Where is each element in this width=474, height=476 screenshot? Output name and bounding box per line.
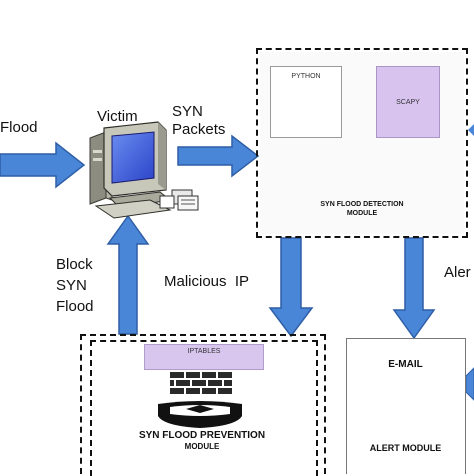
scapy-box: SCAPY (376, 66, 440, 138)
block-label-line2: SYN (56, 277, 87, 294)
arrow-prevention-to-victim (106, 214, 150, 335)
flood-label: Flood (0, 119, 38, 136)
block-label-line1: Block (56, 256, 93, 273)
iptables-label: IPTABLES (187, 348, 221, 355)
arrow-victim-to-detection (177, 134, 260, 178)
iptables-box: IPTABLES (144, 344, 264, 370)
victim-computer-icon (89, 121, 172, 219)
email-label: E-MAIL (388, 359, 423, 370)
victim-label: Victim (97, 108, 138, 125)
arrow-detection-to-alert (392, 237, 436, 340)
alert-partial-label: Aler (444, 264, 471, 281)
block-label-line3: Flood (56, 298, 94, 315)
prevention-inner-frame (90, 340, 318, 476)
arrow-detection-to-prevention (268, 237, 314, 338)
arrow-alert-right-stub (465, 367, 474, 401)
syn-flood-prevention-module: IPTABLES SYN FLOOD PREVENTION MODULE (80, 334, 326, 476)
firewall-bricks-icon (170, 372, 232, 394)
prevention-title-line1: SYN FLOOD PREVENTION (138, 430, 266, 441)
alert-module: E-MAIL ALERT MODULE (346, 338, 466, 474)
malicious-ip-label: Malicious IP (164, 273, 250, 290)
alert-module-title: ALERT MODULE (369, 443, 442, 453)
syn-packets-label-line1: SYN (172, 103, 203, 120)
prevention-module-title: SYN FLOOD PREVENTION MODULE (82, 430, 322, 452)
prevention-shield-icon (158, 401, 242, 428)
scapy-label: SCAPY (396, 99, 420, 106)
python-label: PYTHON (291, 73, 321, 80)
arrow-detection-right-stub (468, 124, 474, 136)
prevention-title-line2: MODULE (184, 442, 220, 451)
detection-module-title: SYN FLOOD DETECTION MODULE (258, 200, 466, 218)
detection-title-line2: MODULE (346, 210, 378, 217)
detection-title-line1: SYN FLOOD DETECTION (320, 201, 404, 208)
packets-icon (159, 189, 199, 211)
python-box: PYTHON (270, 66, 342, 138)
syn-flood-detection-module: PYTHON SCAPY SYN FLOOD DETECTION MODULE (256, 48, 468, 238)
syn-packets-label-line2: Packets (172, 121, 226, 138)
arrow-flood-to-victim (0, 141, 86, 189)
